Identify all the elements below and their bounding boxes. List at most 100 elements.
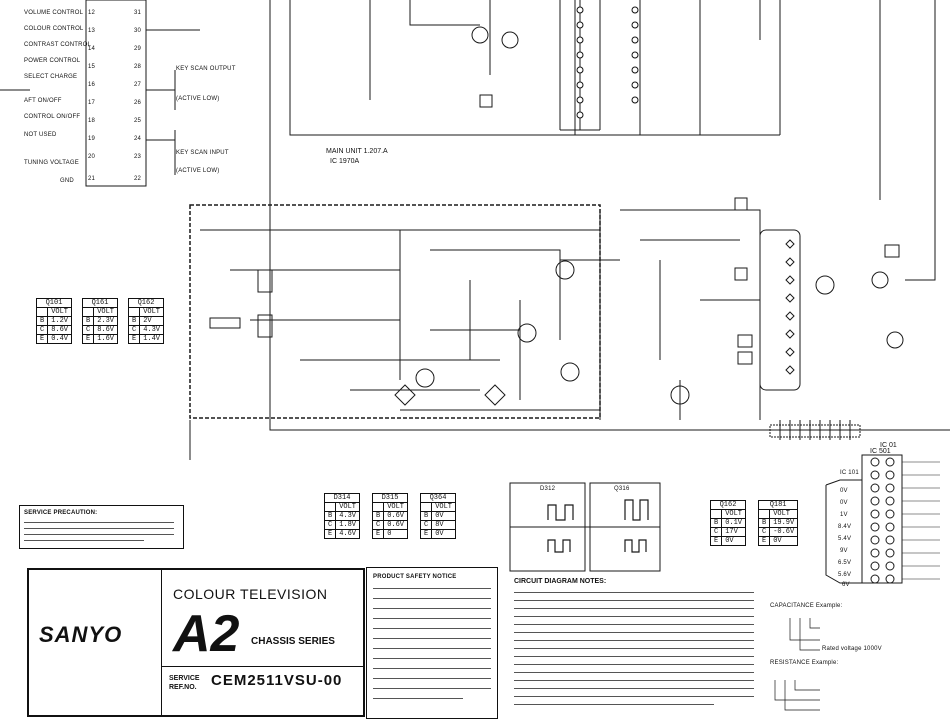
pin-number: 18 bbox=[88, 118, 96, 124]
table-cell: C bbox=[323, 520, 337, 530]
table-cell: 8.6V bbox=[47, 325, 73, 335]
table-cell: 8.6V bbox=[93, 325, 119, 335]
table-title: Q181 bbox=[757, 500, 799, 510]
text-line bbox=[373, 588, 491, 589]
text-line bbox=[24, 540, 144, 541]
volt-label: 8.4V bbox=[838, 524, 852, 530]
table-cell: 1.4V bbox=[139, 334, 165, 344]
text-line bbox=[514, 704, 714, 705]
pin-number: 14 bbox=[88, 46, 96, 52]
service-precaution-box: SERVICE PRECAUTION: bbox=[19, 505, 184, 549]
table-cell: 1.8V bbox=[335, 520, 361, 530]
brand-logo: SANYO bbox=[39, 622, 123, 647]
service-ref-label: SERVICE REF.NO. bbox=[169, 674, 200, 692]
upper-bus bbox=[269, 0, 936, 281]
table-cell: C bbox=[709, 527, 723, 537]
text-line bbox=[514, 656, 754, 657]
ic501-label: IC 501 bbox=[870, 448, 891, 455]
waveform-2 bbox=[547, 539, 571, 553]
pin-number: 24 bbox=[134, 136, 142, 142]
text-line bbox=[514, 624, 754, 625]
table-cell: 17V bbox=[721, 527, 747, 537]
text-line bbox=[373, 698, 463, 699]
text-line bbox=[373, 618, 491, 619]
title-divider-horizontal bbox=[161, 666, 363, 667]
table-cell: E bbox=[419, 529, 433, 539]
waveform-title-right: Q316 bbox=[614, 486, 630, 492]
main-unit-label: MAIN UNIT 1.207.A bbox=[326, 148, 388, 155]
board-outline-dashed bbox=[189, 204, 601, 419]
pin-number: 19 bbox=[88, 136, 96, 142]
volt-label: 1V bbox=[840, 512, 848, 518]
ic-ref-label: IC 1970A bbox=[330, 158, 360, 165]
pin-number: 26 bbox=[134, 100, 142, 106]
table-cell: 4.3V bbox=[139, 325, 165, 335]
chassis-label: CHASSIS SERIES bbox=[251, 636, 335, 647]
text-line bbox=[514, 608, 754, 609]
table-cell: B bbox=[35, 316, 49, 326]
pin-number: 21 bbox=[88, 176, 96, 182]
pin-number: 17 bbox=[88, 100, 96, 106]
pin-label-right: (ACTIVE LOW) bbox=[176, 168, 220, 174]
text-line bbox=[373, 658, 491, 659]
table-cell: 0V bbox=[431, 529, 457, 539]
waveform-4 bbox=[624, 539, 647, 553]
service-label-line2: REF.NO. bbox=[169, 684, 197, 691]
table-head: VOLT bbox=[383, 502, 409, 512]
table-head: VOLT bbox=[335, 502, 361, 512]
text-line bbox=[373, 648, 491, 649]
title-divider-vertical bbox=[161, 570, 162, 715]
ic101-title: IC 101 bbox=[840, 470, 859, 476]
waveform-1 bbox=[547, 504, 574, 521]
pin-label-right: KEY SCAN INPUT bbox=[176, 150, 229, 156]
text-line bbox=[514, 600, 754, 601]
table-head: VOLT bbox=[47, 307, 73, 317]
table-cell: C bbox=[419, 520, 433, 530]
pin-number: 25 bbox=[134, 118, 142, 124]
model-name: A2 bbox=[173, 605, 240, 663]
table-cell: 0.6V bbox=[383, 511, 409, 521]
table-cell: C bbox=[127, 325, 141, 335]
product-safety-title: PRODUCT SAFETY NOTICE bbox=[373, 574, 457, 580]
table-head: VOLT bbox=[93, 307, 119, 317]
table-cell: 0.4V bbox=[47, 334, 73, 344]
rated-voltage-legend: Rated voltage 1000V bbox=[822, 646, 882, 652]
pin-number: 20 bbox=[88, 154, 96, 160]
table-cell: B bbox=[127, 316, 141, 326]
table-title: D315 bbox=[371, 493, 409, 503]
table-title: Q161 bbox=[81, 298, 119, 308]
pin-number: 30 bbox=[134, 28, 142, 34]
pin-label: AFT ON/OFF bbox=[24, 98, 62, 104]
table-head: VOLT bbox=[431, 502, 457, 512]
volt-label: 0V bbox=[840, 500, 848, 506]
table-cell: 0V bbox=[721, 536, 747, 546]
text-line bbox=[24, 522, 174, 523]
pin-number: 28 bbox=[134, 64, 142, 70]
table-cell: 0.1V bbox=[721, 518, 747, 528]
transistors bbox=[415, 26, 904, 405]
service-ref-number: CEM2511VSU-00 bbox=[211, 672, 343, 689]
table-cell: C bbox=[371, 520, 385, 530]
table-cell: 8V bbox=[431, 520, 457, 530]
table-cell: E bbox=[709, 536, 723, 546]
table-cell: 2.3V bbox=[93, 316, 119, 326]
table-cell: 2V bbox=[139, 316, 165, 326]
table-cell: B bbox=[709, 518, 723, 528]
text-line bbox=[514, 616, 754, 617]
table-head: VOLT bbox=[769, 509, 799, 519]
volt-label: 0V bbox=[840, 488, 848, 494]
pin-label: NOT USED bbox=[24, 132, 57, 138]
text-line bbox=[514, 592, 754, 593]
volt-label: 6V bbox=[842, 582, 850, 588]
pin-number: 22 bbox=[134, 176, 142, 182]
table-cell: 4.6V bbox=[335, 529, 361, 539]
table-cell: B bbox=[371, 511, 385, 521]
ic-pins bbox=[576, 6, 639, 119]
table-title: Q162 bbox=[127, 298, 165, 308]
volt-label: 5.4V bbox=[838, 536, 852, 542]
text-line bbox=[514, 632, 754, 633]
pin-label: VOLUME CONTROL bbox=[24, 10, 84, 16]
